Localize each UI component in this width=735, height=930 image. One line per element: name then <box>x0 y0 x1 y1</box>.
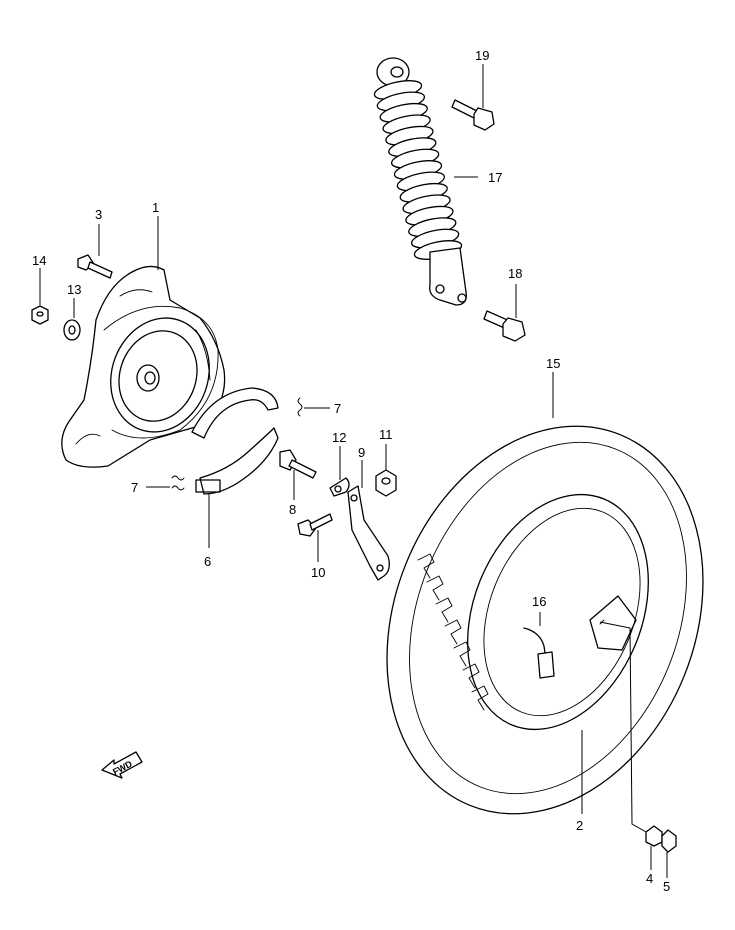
callout-17: 17 <box>488 170 502 185</box>
brake-panel <box>61 265 226 468</box>
callout-11: 11 <box>379 427 393 442</box>
fwd-arrow-icon: FWD <box>101 751 143 779</box>
callout-7-upper: 7 <box>334 401 341 416</box>
callouts: 1 2 3 4 5 6 7 7 8 9 10 11 12 13 14 15 16… <box>32 48 670 894</box>
callout-1: 1 <box>152 200 159 215</box>
tread-mark <box>471 685 489 711</box>
bolt-3 <box>77 254 113 279</box>
tread-mark <box>462 663 480 689</box>
callout-9: 9 <box>358 445 365 460</box>
bolt-18 <box>483 310 526 342</box>
callout-7-lower: 7 <box>131 480 138 495</box>
washer-12 <box>329 477 350 497</box>
tread-mark <box>453 641 471 667</box>
callout-8: 8 <box>289 502 296 517</box>
callout-13: 13 <box>67 282 81 297</box>
callout-2: 2 <box>576 818 583 833</box>
spring-7-lower <box>171 475 185 491</box>
spring-7-upper <box>297 397 303 417</box>
bolt-5 <box>661 829 677 853</box>
brake-shoes <box>191 387 279 495</box>
callout-3: 3 <box>95 207 102 222</box>
callout-18: 18 <box>508 266 522 281</box>
nut-4 <box>645 825 663 847</box>
callout-14: 14 <box>32 253 46 268</box>
callout-19: 19 <box>475 48 489 63</box>
callout-16: 16 <box>532 594 546 609</box>
bolt-10 <box>297 513 333 537</box>
brake-cam-8 <box>279 449 317 479</box>
callout-10: 10 <box>311 565 325 580</box>
callout-12: 12 <box>332 430 346 445</box>
shock-absorber <box>373 57 467 306</box>
washer-13 <box>63 319 81 341</box>
brake-arm-9 <box>347 485 390 581</box>
nut-11 <box>375 469 397 497</box>
nut-14 <box>31 305 49 325</box>
tread-mark <box>426 575 444 601</box>
valve-16 <box>523 627 555 679</box>
tire-and-wheel <box>386 425 704 815</box>
leader-lines <box>39 64 668 878</box>
callout-15: 15 <box>546 356 560 371</box>
tread-mark <box>444 619 462 645</box>
bolt-19 <box>451 99 495 131</box>
callout-5: 5 <box>663 879 670 894</box>
tread-mark <box>435 597 453 623</box>
callout-6: 6 <box>204 554 211 569</box>
callout-4: 4 <box>646 871 653 886</box>
tread-mark <box>417 553 435 579</box>
